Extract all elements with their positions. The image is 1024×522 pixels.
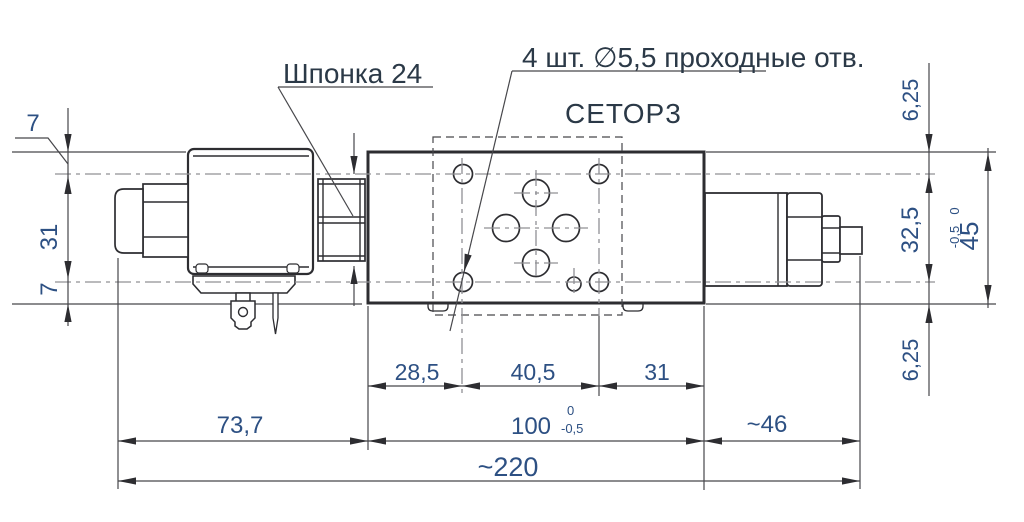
arrow	[925, 264, 933, 282]
solenoid-foot-right	[286, 263, 300, 274]
dimension-lines	[12, 63, 996, 490]
arrow	[444, 382, 462, 390]
arrow	[925, 134, 933, 152]
arrow	[599, 382, 617, 390]
dim-body-length-tol-upper: 0	[567, 403, 574, 418]
arrow	[925, 305, 933, 323]
arrow	[118, 477, 136, 485]
leader-arrow	[464, 253, 472, 272]
key-body	[317, 178, 366, 262]
dimension-texts: 7 31 7 6,25 32,5 6,25 45 0 -0,5 28,5 40,…	[26, 79, 984, 482]
manual-override-knob	[114, 188, 144, 254]
key-callout-label: Шпонка 24	[283, 58, 422, 89]
override-screw-end	[839, 226, 863, 255]
arrow	[118, 437, 136, 445]
arrow	[64, 261, 72, 279]
arrow	[350, 266, 358, 284]
arrow	[64, 176, 72, 194]
cetop-standard-label: СЕТОР3	[565, 98, 682, 129]
connector-pin	[272, 292, 279, 335]
arrow	[462, 382, 480, 390]
arrow	[368, 437, 386, 445]
dim-total-height: 45	[954, 222, 984, 251]
arrow	[350, 437, 368, 445]
dim-hole-offset-x: 28,5	[395, 359, 440, 385]
arrow	[842, 477, 860, 485]
labels: Шпонка 24 4 шт. ∅5,5 проходные отв. СЕТО…	[283, 42, 865, 129]
dim-total-height-group: 45 0 -0,5	[947, 207, 984, 250]
left-hex-nut	[142, 183, 189, 258]
solenoid-foot-left	[195, 263, 209, 274]
dim-hole-to-edge-x: 31	[644, 359, 670, 385]
leader-holes-label	[449, 70, 513, 332]
right-small-hex	[821, 215, 841, 263]
solenoid-body	[186, 147, 315, 276]
leader-key-label	[277, 86, 354, 217]
dim-body-length-tol-lower: -0,5	[561, 421, 583, 436]
arrow	[350, 156, 358, 174]
arrow	[984, 153, 992, 171]
component-right-end	[704, 192, 863, 287]
dim-holes-span-right: 32,5	[897, 207, 924, 254]
dim-bottom-offset-left: 7	[36, 282, 63, 295]
dim-body-length: 100	[511, 413, 551, 440]
through-holes-label: 4 шт. ∅5,5 проходные отв.	[522, 42, 865, 73]
arrow	[581, 382, 599, 390]
arrow	[64, 134, 72, 152]
arrow	[842, 437, 860, 445]
arrow	[64, 304, 72, 322]
dim-top-offset-left: 7	[26, 110, 39, 137]
arrow	[704, 437, 722, 445]
leader-top-7	[15, 137, 69, 165]
connector-bracket	[192, 275, 296, 294]
spade-hole	[237, 306, 249, 318]
arrow	[686, 437, 704, 445]
centerlines	[55, 158, 935, 396]
arrow	[925, 175, 933, 193]
subplate-tab-right	[622, 302, 644, 312]
component-valve-body	[366, 136, 706, 316]
component-solenoid	[186, 147, 315, 276]
dim-bottom-offset-right: 6,25	[898, 339, 923, 382]
arrow	[686, 382, 704, 390]
component-left-end	[114, 183, 189, 258]
arrow	[368, 382, 386, 390]
dim-hole-span-x: 40,5	[511, 359, 556, 385]
dim-top-offset-right: 6,25	[898, 79, 923, 122]
dim-coil-span-left: 31	[36, 224, 63, 251]
arrow	[984, 285, 992, 303]
dim-override-length: ~46	[747, 411, 788, 438]
dim-solenoid-length: 73,7	[217, 412, 264, 439]
component-key-section	[317, 178, 366, 262]
dim-total-height-tol-lower: -0,5	[947, 226, 962, 248]
right-hex-nut	[786, 192, 823, 287]
right-cylinder	[704, 192, 788, 287]
cetop-interface-outline	[432, 136, 623, 316]
arrowheads	[64, 134, 992, 485]
dim-total-height-tol-upper: 0	[947, 207, 962, 214]
dim-overall-length: ~220	[478, 452, 539, 482]
component-connector	[192, 275, 296, 335]
